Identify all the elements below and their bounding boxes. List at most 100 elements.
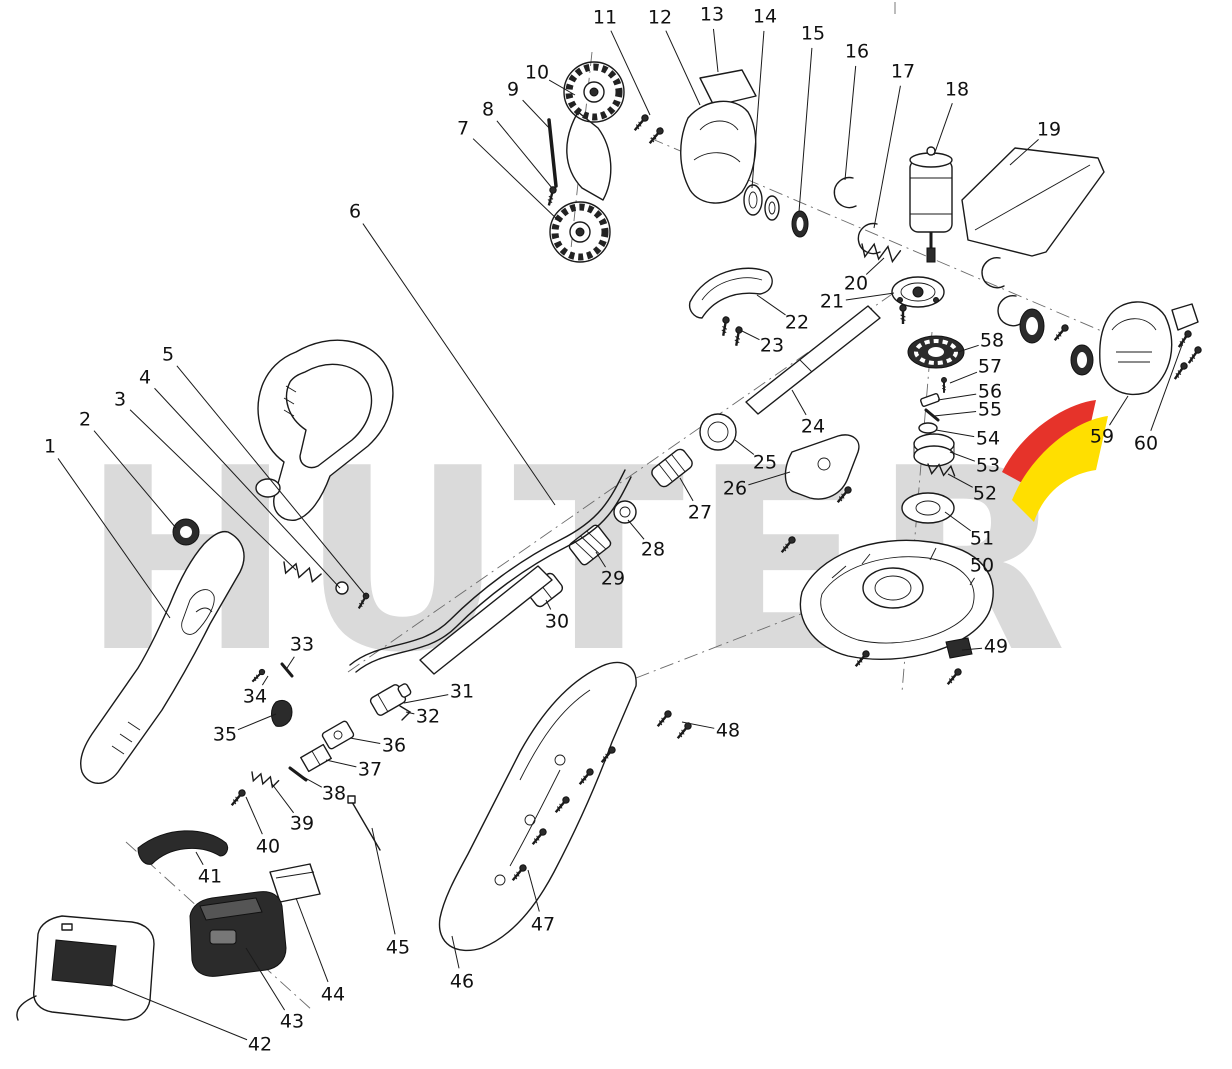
- part-number-8: 8: [482, 99, 494, 121]
- leader-line-41: [195, 851, 204, 866]
- flap-60: [1171, 303, 1199, 331]
- handle-clamp: [255, 478, 281, 498]
- leader-line-45: [371, 827, 396, 935]
- screw: [544, 184, 559, 208]
- clip-32: [399, 705, 412, 721]
- head-assembly: [680, 69, 1105, 263]
- leader-line-9: [522, 99, 552, 131]
- screw: [654, 708, 674, 730]
- hinge-bracket-26: [784, 434, 860, 500]
- motor-housing-59: [1099, 301, 1173, 396]
- part-number-4: 4: [139, 367, 151, 389]
- part-number-54: 54: [976, 428, 1000, 450]
- leader-line-50: [969, 577, 975, 586]
- part-number-60: 60: [1134, 433, 1158, 455]
- leader-line-31: [403, 694, 449, 704]
- screw: [631, 112, 651, 134]
- leader-line-25: [734, 439, 755, 455]
- leader-line-3: [129, 409, 297, 571]
- deflector-plate-19: [961, 147, 1105, 257]
- wheel-assembly: [547, 61, 625, 263]
- handle-bar-41: [137, 830, 229, 865]
- leader-line-36: [349, 737, 381, 744]
- part-number-56: 56: [978, 381, 1002, 403]
- leader-line-57: [949, 371, 978, 384]
- trigger-handle: [80, 518, 349, 784]
- part-number-15: 15: [801, 23, 825, 45]
- leader-line-29: [595, 551, 606, 568]
- leader-line-44: [295, 897, 329, 983]
- part-number-39: 39: [290, 813, 314, 835]
- wheel-lower: [549, 201, 611, 263]
- leader-line-2: [93, 430, 177, 529]
- part-number-49: 49: [984, 636, 1008, 658]
- leader-line-56: [937, 393, 977, 401]
- screw: [228, 787, 248, 809]
- cutter-blade-49: [945, 637, 973, 659]
- part-number-37: 37: [358, 759, 382, 781]
- leader-line-20: [865, 257, 885, 275]
- circlip-17: [857, 222, 881, 255]
- part-number-10: 10: [525, 62, 549, 84]
- part-number-19: 19: [1037, 119, 1061, 141]
- leader-line-53: [949, 451, 976, 462]
- part-number-34: 34: [243, 686, 267, 708]
- leader-line-35: [237, 713, 277, 731]
- leader-line-13: [712, 28, 719, 73]
- part-number-18: 18: [945, 79, 969, 101]
- part-number-28: 28: [641, 539, 665, 561]
- cable-6: [349, 469, 626, 666]
- screw: [940, 376, 948, 394]
- part-number-16: 16: [845, 41, 869, 63]
- part-number-51: 51: [970, 528, 994, 550]
- part-number-24: 24: [801, 416, 825, 438]
- motor-18: [909, 146, 953, 263]
- spring-39: [251, 771, 280, 789]
- part-number-48: 48: [716, 720, 740, 742]
- leader-line-39: [271, 783, 295, 814]
- leader-line-51: [944, 511, 971, 532]
- wheel-upper: [563, 61, 625, 123]
- part-number-55: 55: [978, 399, 1002, 421]
- part-number-50: 50: [970, 555, 994, 577]
- leader-line-26: [748, 471, 791, 486]
- part-number-21: 21: [820, 291, 844, 313]
- part-number-35: 35: [213, 724, 237, 746]
- ring-28: [613, 500, 637, 524]
- leader-line-58: [957, 344, 979, 353]
- coupler-25: [699, 413, 737, 451]
- spring-3: [283, 561, 322, 584]
- leader-line-11: [610, 30, 651, 116]
- pin-9: [547, 118, 558, 188]
- leader-line-19: [1009, 138, 1039, 166]
- screw: [731, 325, 744, 348]
- leader-line-40: [245, 796, 263, 835]
- part-number-32: 32: [416, 706, 440, 728]
- circlip-right-a: [981, 257, 1005, 289]
- screw: [718, 315, 731, 338]
- leader-line-42: [109, 983, 248, 1041]
- leader-line-37: [325, 759, 357, 768]
- part-number-46: 46: [450, 971, 474, 993]
- leader-line-1: [57, 458, 171, 619]
- screw: [674, 720, 694, 742]
- logo-swoosh-yellow: [1012, 416, 1108, 522]
- housing-46: [438, 661, 637, 952]
- leader-line-47: [527, 869, 540, 912]
- part-number-44: 44: [321, 984, 345, 1006]
- part-number-23: 23: [760, 335, 784, 357]
- screw: [898, 303, 908, 326]
- part-number-25: 25: [753, 452, 777, 474]
- circlip-16: [833, 176, 857, 209]
- leader-line-8: [496, 120, 553, 189]
- leader-line-60: [1150, 333, 1187, 432]
- leader-line-4: [154, 387, 341, 589]
- front-handle: [255, 339, 394, 521]
- part-number-43: 43: [280, 1011, 304, 1033]
- part-number-36: 36: [382, 735, 406, 757]
- part-number-26: 26: [723, 478, 747, 500]
- leader-line-27: [679, 477, 694, 502]
- part-number-9: 9: [507, 79, 519, 101]
- leader-line-7: [472, 138, 561, 223]
- part-number-12: 12: [648, 7, 672, 29]
